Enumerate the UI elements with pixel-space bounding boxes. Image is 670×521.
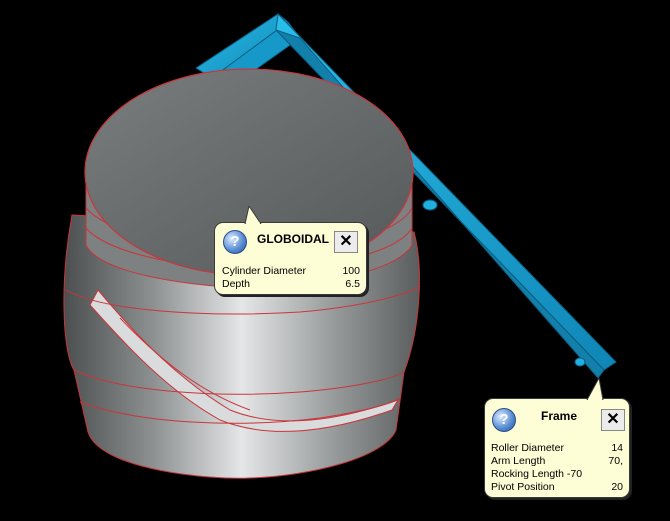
help-icon[interactable]: ? (492, 408, 516, 432)
param-label: Roller Diameter (491, 442, 564, 454)
callout-title: GLOBOIDAL (257, 232, 329, 246)
frame-roller-pin (574, 357, 586, 367)
help-icon[interactable]: ? (223, 230, 247, 254)
param-label: Arm Length (491, 455, 546, 467)
close-button[interactable]: ✕ (601, 409, 625, 431)
param-value[interactable]: 14 (611, 442, 623, 454)
close-button[interactable]: ✕ (334, 231, 358, 253)
param-value[interactable]: 6.5 (345, 278, 360, 290)
frame-pivot-pin (422, 199, 438, 211)
param-label: Pivot Position (491, 481, 555, 493)
param-value[interactable]: 20 (611, 481, 623, 493)
globoidal-callout: ? GLOBOIDAL ✕ Cylinder Diameter 100 Dept… (214, 206, 367, 295)
frame-callout: ? Frame ✕ Roller Diameter 14 Arm Length … (484, 378, 630, 498)
param-label: Cylinder Diameter (222, 265, 307, 277)
callout-pointer (586, 378, 604, 400)
callout-pointer (244, 206, 262, 224)
param-value[interactable]: 100 (342, 265, 360, 277)
param-label: Rocking Length -70 (491, 468, 583, 480)
param-value[interactable]: 70, (608, 455, 623, 467)
cam-groove (89, 289, 400, 432)
param-label: Depth (222, 278, 251, 290)
callout-title: Frame (541, 409, 578, 423)
